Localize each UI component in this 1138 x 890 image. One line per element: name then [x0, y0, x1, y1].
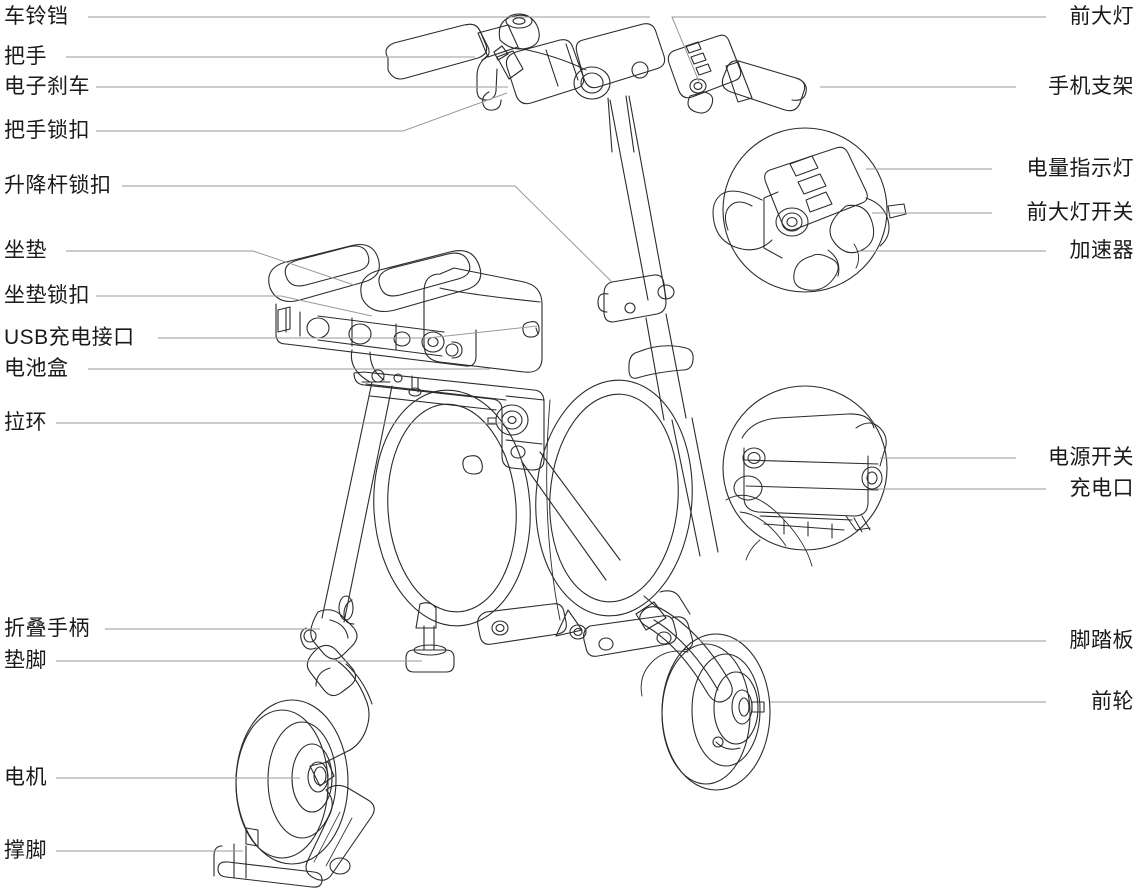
detail-circle-control	[712, 127, 907, 293]
part-label-charge-port: 充电口	[1069, 477, 1134, 500]
part-label-handlebar-lock: 把手锁扣	[4, 119, 90, 142]
frame-loops	[373, 379, 693, 627]
part-label-headlight: 前大灯	[1069, 5, 1134, 28]
left-grip	[385, 23, 519, 80]
control-module	[667, 34, 742, 114]
part-label-fold-handle: 折叠手柄	[4, 617, 90, 640]
part-label-motor: 电机	[4, 766, 47, 789]
part-label-headlight-switch: 前大灯开关	[1026, 201, 1134, 224]
part-label-battery-box: 电池盒	[4, 357, 69, 380]
leader-seat	[66, 250, 355, 286]
seat-assembly	[268, 243, 543, 373]
part-label-front-wheel: 前轮	[1091, 690, 1134, 713]
leader-stem-lock	[122, 185, 613, 283]
front-wheel	[635, 590, 771, 791]
part-label-battery-indicator: 电量指示灯	[1026, 157, 1134, 180]
part-label-throttle: 加速器	[1069, 239, 1134, 262]
leader-headlight	[671, 16, 1046, 85]
foot-pad	[405, 602, 455, 673]
bell	[493, 13, 540, 61]
part-label-stem-lock: 升降杆锁扣	[4, 174, 112, 197]
part-label-usb-port: USB充电接口	[4, 326, 135, 349]
part-label-footboard: 脚踏板	[1069, 629, 1134, 652]
leader-seat-lock	[96, 295, 373, 317]
leader-usb-port	[158, 325, 538, 339]
battery-box	[353, 369, 545, 475]
part-label-kickstand: 撑脚	[4, 839, 47, 862]
stem-tube	[597, 95, 694, 421]
detail-circle-power	[722, 385, 888, 567]
part-label-pull-ring: 拉环	[4, 411, 47, 434]
part-label-phone-mount: 手机支架	[1048, 75, 1134, 98]
part-label-seat: 坐垫	[4, 239, 47, 262]
part-label-bell: 车铃铛	[4, 5, 69, 28]
brake-lever	[476, 50, 524, 111]
part-label-foot-pad: 垫脚	[4, 649, 47, 672]
leader-handlebar-lock	[96, 92, 508, 132]
stem-cluster	[505, 23, 666, 153]
part-label-seat-lock: 坐垫锁扣	[4, 284, 90, 307]
right-grip	[721, 60, 807, 112]
part-label-ebrake: 电子刹车	[4, 75, 90, 98]
part-label-power-switch: 电源开关	[1048, 446, 1134, 469]
part-label-handlebar: 把手	[4, 45, 47, 68]
rear-wheel-motor	[213, 609, 375, 888]
